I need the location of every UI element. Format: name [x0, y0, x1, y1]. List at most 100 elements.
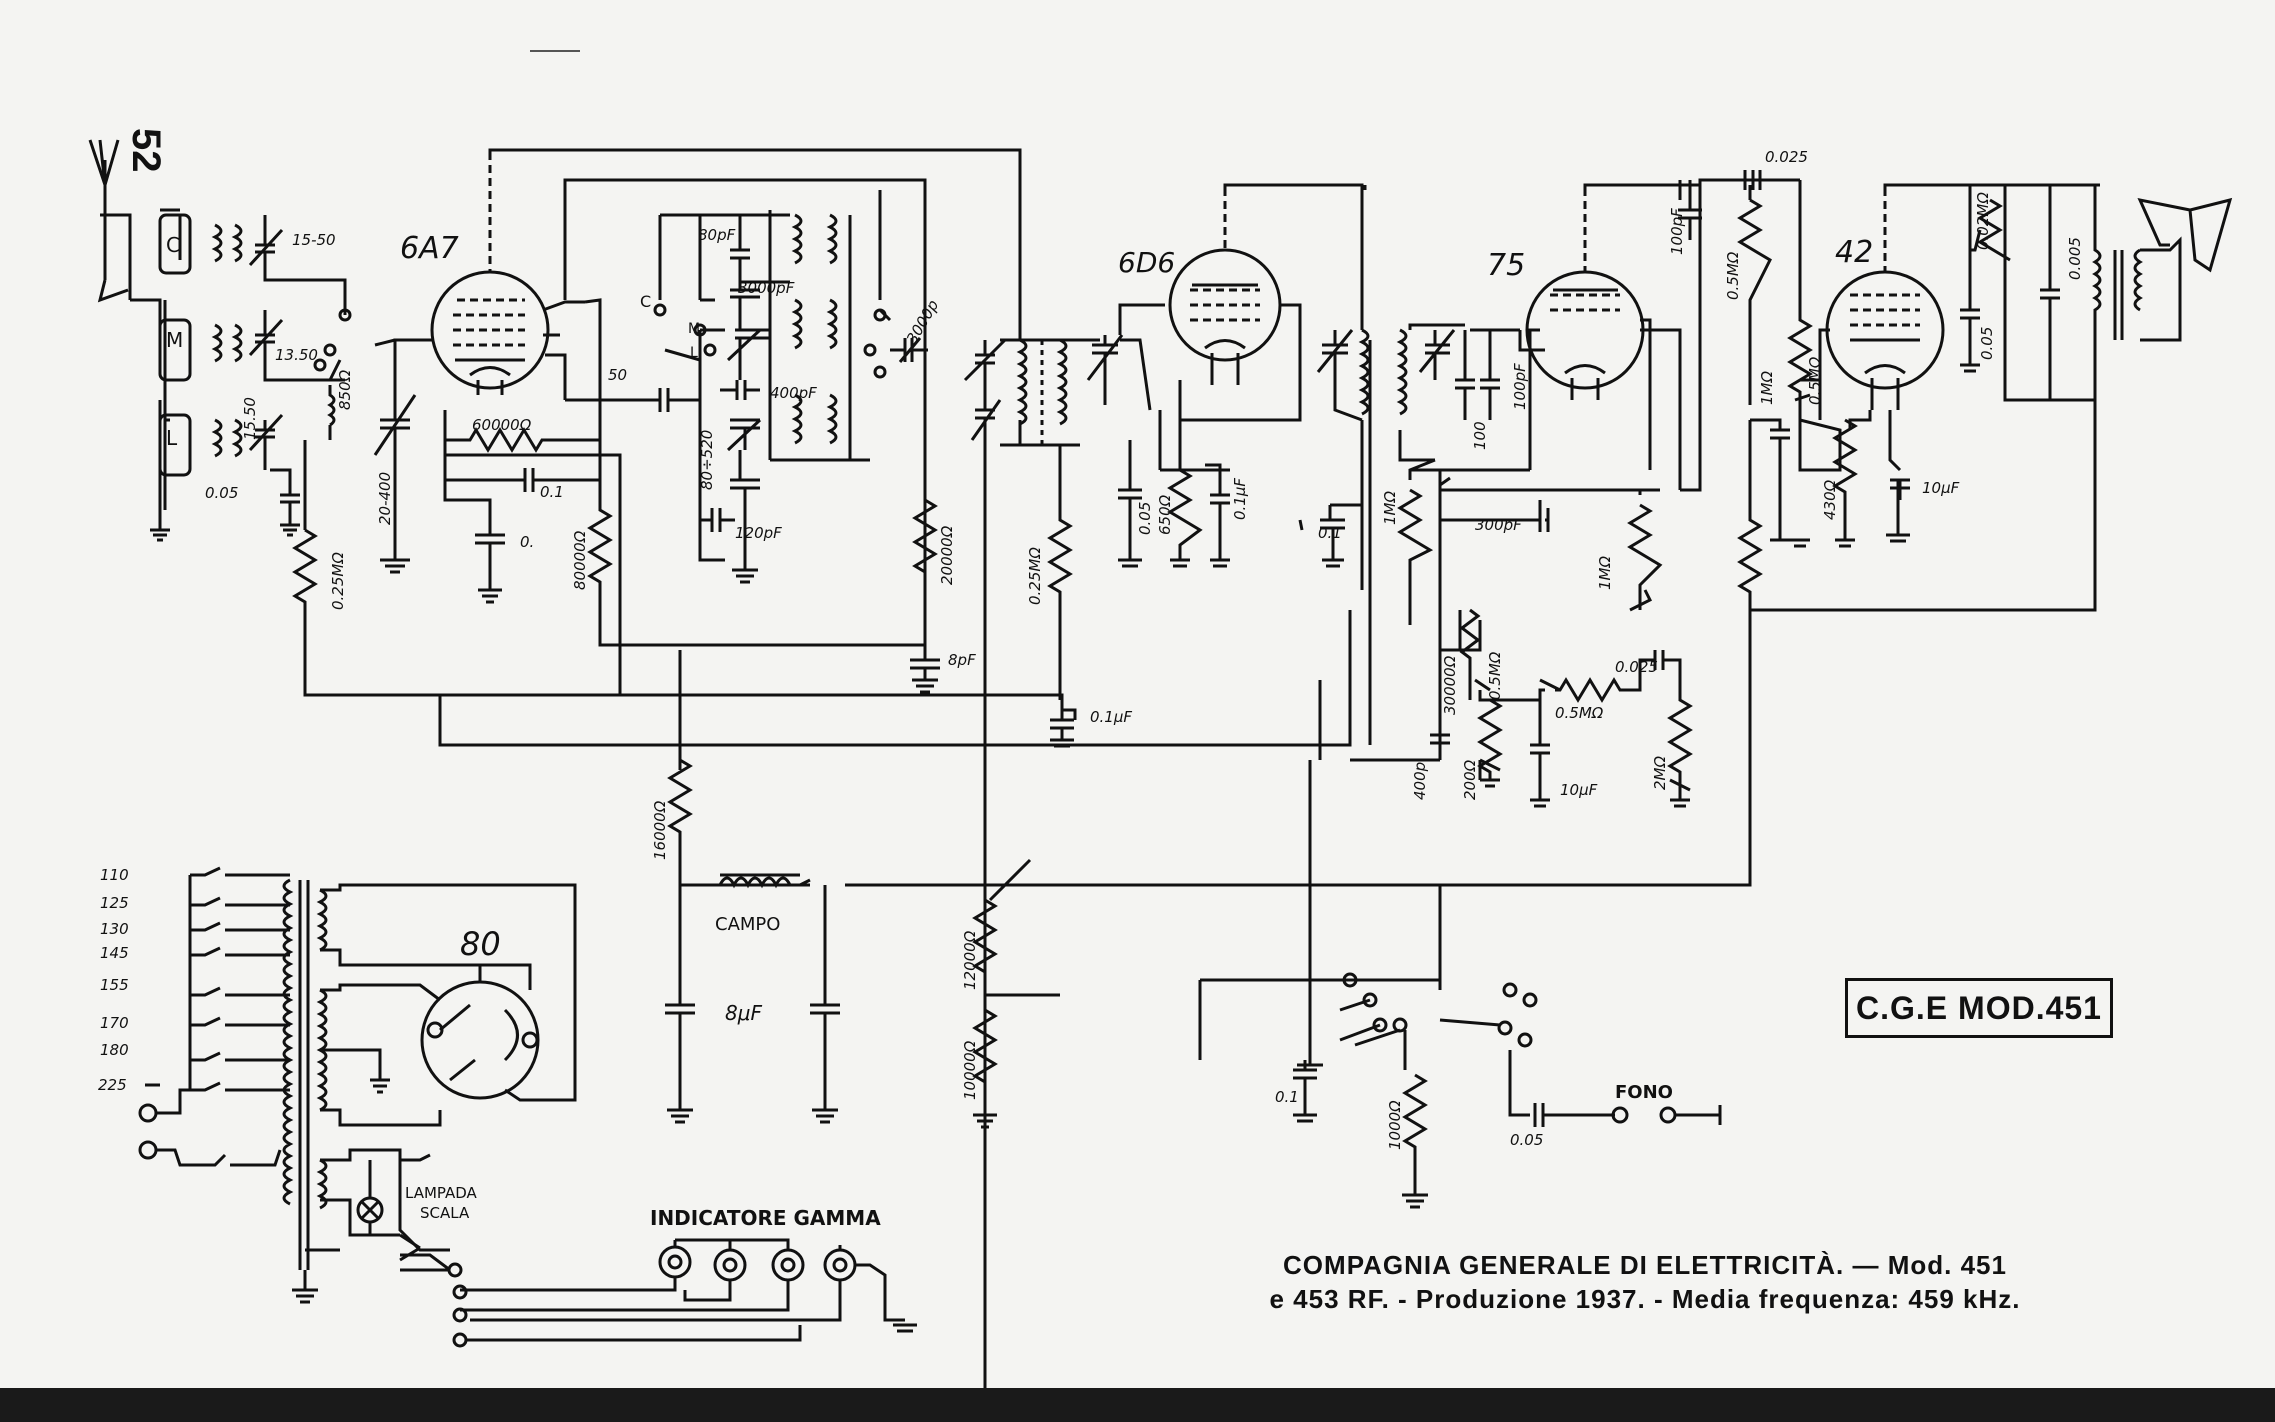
- tube-6a7: [410, 148, 1022, 400]
- value-label: 650Ω: [1156, 494, 1174, 535]
- value-label: 2MΩ: [1651, 756, 1669, 790]
- oscillator-switch: [653, 303, 887, 379]
- tube-80: [420, 965, 540, 1100]
- value-label: 0.25MΩ: [329, 552, 347, 610]
- section-labels: CAMPO LAMPADA SCALA INDICATORE GAMMA FON…: [405, 914, 1673, 1230]
- output-stage: [1750, 185, 2233, 612]
- value-label: 3000p: [903, 297, 942, 347]
- value-label: 20000Ω: [938, 525, 956, 585]
- lampada-label: LAMPADA: [405, 1184, 478, 1202]
- power-transformer: [282, 878, 577, 1304]
- band-switch-antenna: [313, 308, 352, 440]
- value-label: 0.02MΩ: [1974, 192, 1992, 250]
- value-label: 120pF: [735, 524, 782, 542]
- tap-label: 225: [98, 1076, 127, 1094]
- value-label: 400pF: [770, 384, 817, 402]
- value-label: 0.05: [1978, 327, 1996, 360]
- value-label: 100pF: [1668, 208, 1686, 255]
- mains-switch: [138, 1088, 282, 1167]
- value-label: 15.50: [241, 397, 259, 440]
- value-label: 430Ω: [1821, 479, 1839, 520]
- value-label: 0.005: [2066, 237, 2084, 280]
- value-label: 1MΩ: [1596, 556, 1614, 590]
- oscillator-coils: [658, 190, 892, 584]
- value-label: 30000Ω: [1441, 655, 1459, 715]
- if-transformer-1: [963, 334, 1152, 700]
- value-label: 0.1: [540, 483, 564, 501]
- scala-label: SCALA: [420, 1204, 470, 1222]
- value-label: 100: [1471, 421, 1489, 450]
- filter-capacitors: [665, 885, 840, 1124]
- resistor-60000: [443, 400, 622, 695]
- value-label: 1000Ω: [1386, 1100, 1404, 1150]
- value-label: 0.1: [1318, 524, 1342, 542]
- resistor-025m-a: [292, 440, 440, 697]
- value-label: 0.5MΩ: [1724, 251, 1742, 300]
- trimmer-capacitors: [248, 215, 347, 537]
- value-label: 12000Ω: [961, 930, 979, 990]
- band-l-label: L: [166, 426, 178, 450]
- value-label: 10000Ω: [961, 1040, 979, 1100]
- resistor-80000: [587, 400, 925, 647]
- value-label: 0.25MΩ: [1026, 547, 1044, 605]
- caption-line-1: COMPAGNIA GENERALE DI ELETTRICITÀ. — Mod…: [1283, 1250, 2007, 1280]
- value-label: 1MΩ: [1758, 371, 1776, 405]
- tap-label: 155: [100, 976, 129, 994]
- value-label: 80000Ω: [571, 530, 589, 590]
- band-switch-labels: C M L C M L: [166, 233, 700, 450]
- value-label: 15-50: [292, 231, 336, 249]
- value-label: 80pF: [698, 226, 736, 244]
- value-label: 0.025: [1765, 148, 1808, 166]
- value-label: 300pF: [1475, 516, 1522, 534]
- value-label: 10μF: [1922, 479, 1960, 497]
- cap-20-400: [373, 338, 417, 574]
- value-label: 850Ω: [336, 369, 354, 410]
- phono-switch: [1330, 972, 1722, 1209]
- scan-mark: [530, 50, 580, 52]
- value-label: 0.5MΩ: [1555, 704, 1604, 722]
- tube-6d6: [1118, 183, 1364, 422]
- cathode-6d6-parts: [1118, 410, 1230, 568]
- resistor-20000: [910, 498, 940, 694]
- voltage-divider: [972, 858, 1317, 1129]
- value-label: 1MΩ: [1381, 491, 1399, 525]
- osc-c-label: C: [640, 292, 651, 311]
- value-label: 16000Ω: [651, 800, 669, 860]
- value-label: 0.1μF: [1231, 478, 1249, 520]
- mains-taps: [145, 866, 290, 1092]
- mains-tap-labels: 110 125 130 145 155 170 180 225: [98, 866, 129, 1094]
- value-label: 60000Ω: [472, 416, 532, 434]
- campo-label: CAMPO: [715, 914, 780, 935]
- value-label: 0.: [520, 533, 534, 551]
- value-label: 100pF: [1511, 363, 1529, 410]
- value-label: 0.05: [1136, 502, 1154, 535]
- tap-label: 180: [100, 1041, 129, 1059]
- tap-label: 130: [100, 920, 129, 938]
- value-label: 200Ω: [1461, 759, 1479, 800]
- value-label: 50: [608, 366, 627, 384]
- cap-01uf-bus: [985, 700, 1350, 747]
- tube-label-80: 80: [460, 925, 501, 963]
- value-label: 0.1: [1275, 1088, 1299, 1106]
- coupling-75-42: [1678, 170, 1858, 615]
- tube-label-42: 42: [1835, 235, 1873, 270]
- tap-label: 125: [100, 894, 129, 912]
- tube-75: [1518, 178, 1760, 490]
- tube-label-6a7: 6A7: [400, 231, 459, 266]
- caption: COMPAGNIA GENERALE DI ELETTRICITÀ. — Mod…: [1150, 1248, 2140, 1316]
- value-label: 0.05: [1510, 1131, 1543, 1149]
- osc-m-label: M: [688, 321, 700, 337]
- tube-42: [1818, 183, 2100, 543]
- tube-labels: 6A7 6D6 75 42 80: [400, 231, 1873, 963]
- cap-01-a: [443, 455, 600, 604]
- value-label: 0.5MΩ: [1486, 651, 1504, 700]
- value-label: 20-400: [376, 472, 394, 525]
- antenna-coils: [158, 213, 243, 477]
- misc-wiring: [1298, 185, 1442, 531]
- value-label: 8μF: [725, 1001, 762, 1025]
- value-label: 0.1μF: [1090, 708, 1132, 726]
- cap-3000p-padding: [890, 337, 928, 363]
- antenna: [88, 139, 120, 280]
